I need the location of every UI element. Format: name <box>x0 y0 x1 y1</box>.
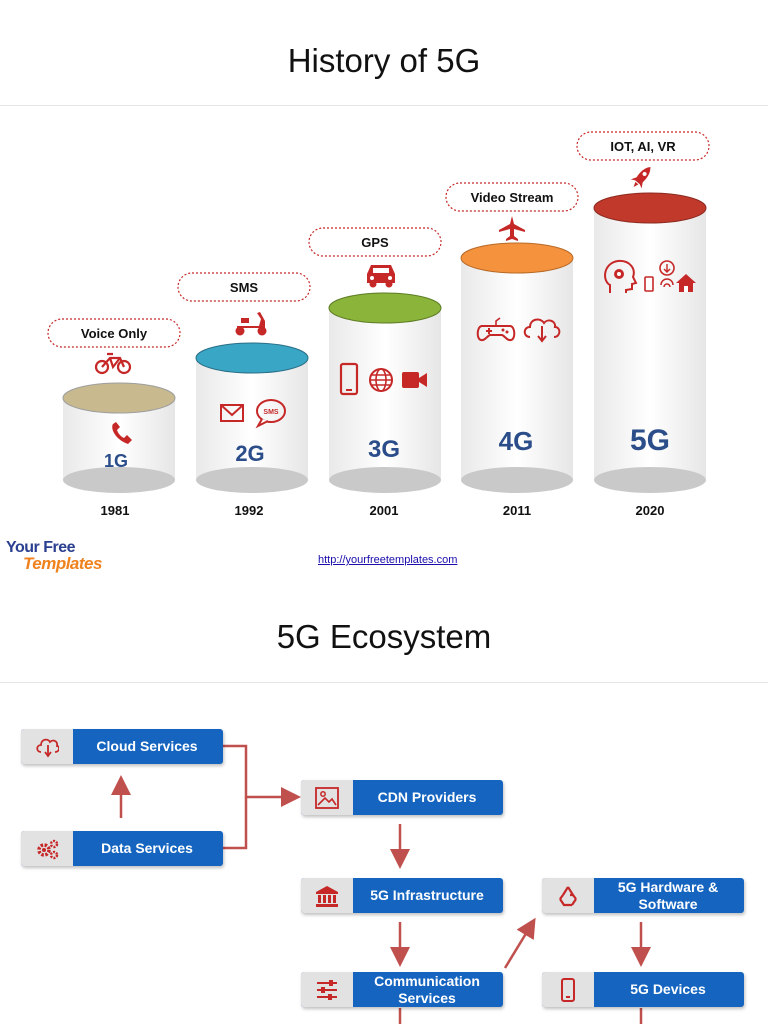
rocket-icon <box>630 167 651 189</box>
year-label: 1981 <box>101 503 130 518</box>
callout-box <box>47 318 181 348</box>
smartphone-icon <box>339 362 359 396</box>
edge-cloud-to-cdn <box>223 744 301 807</box>
generation-1g: Voice Only 1G 1981 <box>47 318 181 518</box>
node-5g-hardware-software[interactable]: 5G Hardware & Software <box>542 878 744 913</box>
callout-label: Voice Only <box>81 326 148 341</box>
year-label: 2001 <box>370 503 399 518</box>
scooter-icon <box>235 312 267 336</box>
mail-icon <box>220 404 244 422</box>
smartphone-icon <box>561 978 575 1002</box>
edge-comm-to-hw <box>503 917 536 969</box>
slide2-title: 5G Ecosystem <box>276 618 492 655</box>
year-label: 2011 <box>503 503 531 518</box>
history-chart: Voice Only 1G 1981 SMS SMS <box>47 131 710 518</box>
generation-4g: Video Stream 4G 2011 <box>445 182 579 518</box>
divider <box>0 682 768 683</box>
generation-label: 1G <box>104 451 128 471</box>
generation-2g: SMS SMS 2G 1992 <box>177 272 311 518</box>
callout-label: IOT, AI, VR <box>610 139 676 154</box>
sliders-icon <box>317 980 337 1000</box>
car-icon <box>367 265 395 288</box>
node-data-services[interactable]: Data Services <box>21 831 223 866</box>
airplane-icon <box>499 216 525 241</box>
year-label: 2020 <box>636 503 665 518</box>
generation-label: 4G <box>499 426 534 456</box>
year-label: 1992 <box>235 503 264 518</box>
node-5g-infrastructure[interactable]: 5G Infrastructure <box>301 878 503 913</box>
cloud-download-icon <box>36 738 59 758</box>
video-camera-icon <box>402 372 427 388</box>
recycle-icon <box>559 886 577 907</box>
slide1-title: History of 5G <box>287 42 481 79</box>
callout-label: SMS <box>230 280 259 295</box>
node-5g-devices[interactable]: 5G Devices <box>542 972 744 1007</box>
node-communication-services[interactable]: Communication Services <box>301 972 503 1007</box>
phone-icon <box>112 422 132 444</box>
generation-label: 5G <box>630 424 670 457</box>
node-cdn-providers[interactable]: CDN Providers <box>301 780 503 815</box>
generation-5g: IOT, AI, VR 5G 2020 <box>576 131 710 518</box>
cylinder-base <box>63 467 175 493</box>
image-icon <box>315 787 339 809</box>
cylinder-cap <box>62 382 176 414</box>
ecosystem-connectors <box>111 744 651 1024</box>
callout-label: GPS <box>361 235 389 250</box>
generation-label: 3G <box>368 436 400 463</box>
node-cloud-services[interactable]: Cloud Services <box>21 729 223 764</box>
globe-icon <box>369 368 393 392</box>
bank-icon <box>316 886 338 907</box>
bicycle-icon <box>94 352 132 375</box>
cloud-download-icon <box>523 318 561 343</box>
logo: Your Free Templates <box>6 539 102 573</box>
website-link[interactable]: http://yourfreetemplates.com <box>318 554 458 566</box>
callout-label: Video Stream <box>471 190 554 205</box>
svg-text:SMS: SMS <box>263 409 279 416</box>
connected-home-icon <box>644 260 696 292</box>
generation-label: 2G <box>235 441 264 466</box>
divider <box>0 105 768 106</box>
sms-bubble-icon: SMS <box>255 399 286 429</box>
generation-3g: GPS 3G 2001 <box>308 227 442 518</box>
ai-head-icon <box>604 259 638 293</box>
gears-icon <box>37 839 59 860</box>
gamepad-icon <box>476 317 516 342</box>
edge-data-to-cdn <box>223 797 248 850</box>
